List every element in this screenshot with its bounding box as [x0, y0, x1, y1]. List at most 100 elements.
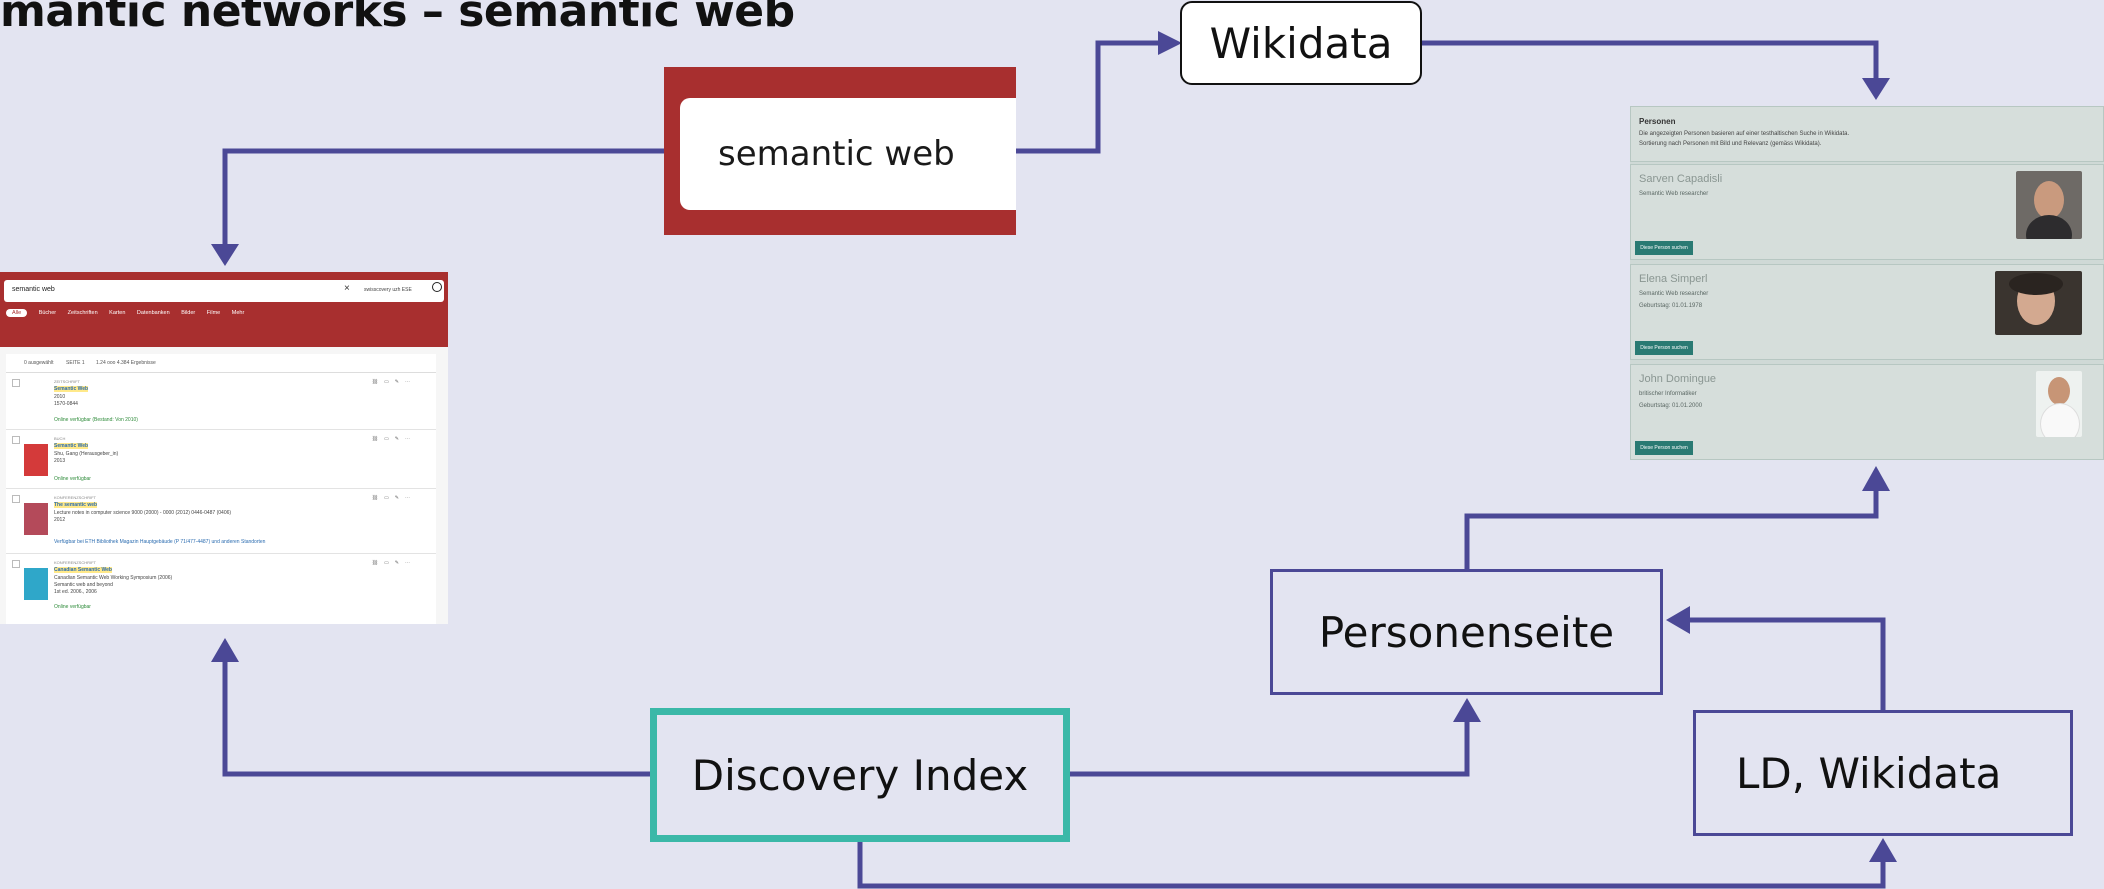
record-title: Semantic Web [54, 443, 89, 449]
tab-buecher: Bücher [38, 310, 57, 316]
arrowhead-results-bottom [211, 638, 239, 662]
book-cover-image [24, 568, 48, 600]
tab-karten: Karten [109, 310, 126, 316]
arrow-discovery-to-personenseite [1070, 718, 1470, 777]
record-type: KONFERENZSCHRIFT [54, 560, 96, 565]
results-header: semantic web × swisscovery uzh ESE Alle … [0, 272, 448, 347]
tab-zeitschriften: Zeitschriften [67, 310, 98, 316]
results-tabs: Alle Bücher Zeitschriften Karten Datenba… [6, 309, 254, 317]
persons-panel-header: Personen Die angezeigten Personen basier… [1630, 106, 2104, 162]
record-availability: Verfügbar bei ETH Bibliothek Magazin Hau… [54, 539, 266, 545]
result-count: 1.24 ooo 4.384 Ergebnisse [96, 360, 156, 366]
record-checkbox [12, 495, 20, 503]
record-line: 2013 [54, 458, 66, 464]
record-type: ZEITSCHRIFT [54, 379, 80, 384]
ld-wikidata-node: LD, Wikidata [1693, 710, 2073, 836]
record-title: The semantic web [54, 502, 98, 508]
record-tools-icons: ⛓▭✎⋯ [371, 436, 416, 442]
personenseite-node: Personenseite [1270, 569, 1663, 695]
record-line: 2010 [54, 394, 66, 400]
record-line: 2012 [54, 517, 66, 523]
arrow-discovery-to-results [222, 658, 650, 777]
discovery-index-node: Discovery Index [650, 708, 1070, 842]
person-birthdate: Geburtstag: 01.01.2000 [1639, 403, 1703, 409]
person-photo [2016, 171, 2082, 239]
tab-bilder: Bilder [181, 310, 196, 316]
record-checkbox [12, 560, 20, 568]
arrow-discovery-to-ld [857, 842, 1886, 889]
record-availability: Online verfügbar (Bestand: Von 2010) [54, 417, 138, 423]
result-record: KONFERENZSCHRIFT The semantic web Lectur… [6, 489, 436, 554]
page-indicator: SEITE 1 [66, 360, 85, 366]
results-toolbar: 0 ausgewählt SEITE 1 1.24 ooo 4.384 Erge… [6, 354, 436, 373]
person-name: Sarven Capadisli [1639, 173, 1723, 185]
search-results-screenshot: semantic web × swisscovery uzh ESE Alle … [0, 272, 448, 624]
result-record: BUCH Semantic Web Shu, Gang (Herausgeber… [6, 430, 436, 489]
record-line: Lecture notes in computer science 9000 (… [54, 510, 232, 516]
record-availability: Online verfügbar [54, 476, 91, 482]
arrow-search-to-wikidata [1016, 40, 1162, 154]
record-tools-icons: ⛓▭✎⋯ [371, 379, 416, 385]
arrowhead-results-top [211, 244, 239, 266]
person-card: Sarven Capadisli Semantic Web researcher… [1630, 164, 2104, 260]
search-person-button: Diese Person suchen [1635, 441, 1693, 455]
search-person-button: Diese Person suchen [1635, 241, 1693, 255]
arrowhead-ld-bottom [1869, 838, 1897, 862]
tab-filme: Filme [206, 310, 221, 316]
person-name: Elena Simperl [1639, 273, 1708, 285]
person-card: John Domingue britischer Informatiker Ge… [1630, 364, 2104, 460]
results-search-field: semantic web × swisscovery uzh ESE [4, 280, 444, 302]
arrowhead-personenseite-bottom [1453, 698, 1481, 722]
record-type: BUCH [54, 436, 66, 441]
record-tools-icons: ⛓▭✎⋯ [371, 560, 416, 566]
person-photo [2036, 371, 2082, 437]
record-line: 1st ed. 2006., 2006 [54, 589, 97, 595]
record-line: Semantic web and beyond [54, 582, 113, 588]
selected-count: 0 ausgewählt [24, 360, 54, 366]
arrowhead-personenseite-right [1666, 606, 1690, 634]
record-type: KONFERENZSCHRIFT [54, 495, 96, 500]
record-title: Canadian Semantic Web [54, 567, 112, 573]
record-checkbox [12, 379, 20, 387]
slide-title: mantic networks – semantic web [0, 0, 795, 37]
wikidata-node: Wikidata [1180, 1, 1422, 85]
results-list: 0 ausgewählt SEITE 1 1.24 ooo 4.384 Erge… [6, 354, 436, 624]
search-person-button: Diese Person suchen [1635, 341, 1693, 355]
arrow-ld-to-personenseite [1687, 617, 1886, 710]
search-term-node: semantic web [680, 98, 1016, 210]
persons-description: Die angezeigten Personen basieren auf ei… [1639, 131, 1850, 137]
person-description: Semantic Web researcher [1639, 291, 1709, 297]
arrowhead-wikidata [1158, 31, 1182, 55]
record-title: Semantic Web [54, 386, 89, 392]
search-icon [432, 282, 442, 292]
arrowhead-persons-bottom [1862, 466, 1890, 491]
book-cover-image [24, 503, 48, 535]
person-card: Elena Simperl Semantic Web researcher Ge… [1630, 264, 2104, 360]
record-checkbox [12, 436, 20, 444]
persons-panel-screenshot: Personen Die angezeigten Personen basier… [1630, 106, 2104, 460]
record-tools-icons: ⛓▭✎⋯ [371, 495, 416, 501]
arrow-wikidata-to-persons [1422, 40, 1879, 82]
results-query: semantic web [12, 286, 55, 293]
record-line: 1570-0844 [54, 401, 78, 407]
record-line: Canadian Semantic Web Working Symposium … [54, 575, 173, 581]
person-description: Semantic Web researcher [1639, 191, 1709, 197]
result-record: ZEITSCHRIFT Semantic Web 2010 1570-0844 … [6, 373, 436, 430]
result-record: KONFERENZSCHRIFT Canadian Semantic Web C… [6, 554, 436, 620]
person-photo [1995, 271, 2082, 335]
arrow-personenseite-to-persons [1464, 487, 1879, 569]
person-birthdate: Geburtstag: 01.01.1978 [1639, 303, 1703, 309]
persons-description: Sortierung nach Personen mit Bild und Re… [1639, 141, 1822, 147]
clear-icon: × [344, 283, 350, 294]
record-availability: Online verfügbar [54, 604, 91, 610]
arrow-search-to-results [222, 148, 664, 248]
person-description: britischer Informatiker [1639, 391, 1697, 397]
tab-mehr: Mehr [231, 310, 245, 316]
record-line: Shu, Gang (Herausgeber_in) [54, 451, 119, 457]
book-cover-image [24, 444, 48, 476]
persons-heading: Personen [1639, 117, 1676, 126]
tab-datenbanken: Datenbanken [136, 310, 170, 316]
tab-alle: Alle [6, 309, 28, 317]
arrowhead-persons-top [1862, 78, 1890, 100]
